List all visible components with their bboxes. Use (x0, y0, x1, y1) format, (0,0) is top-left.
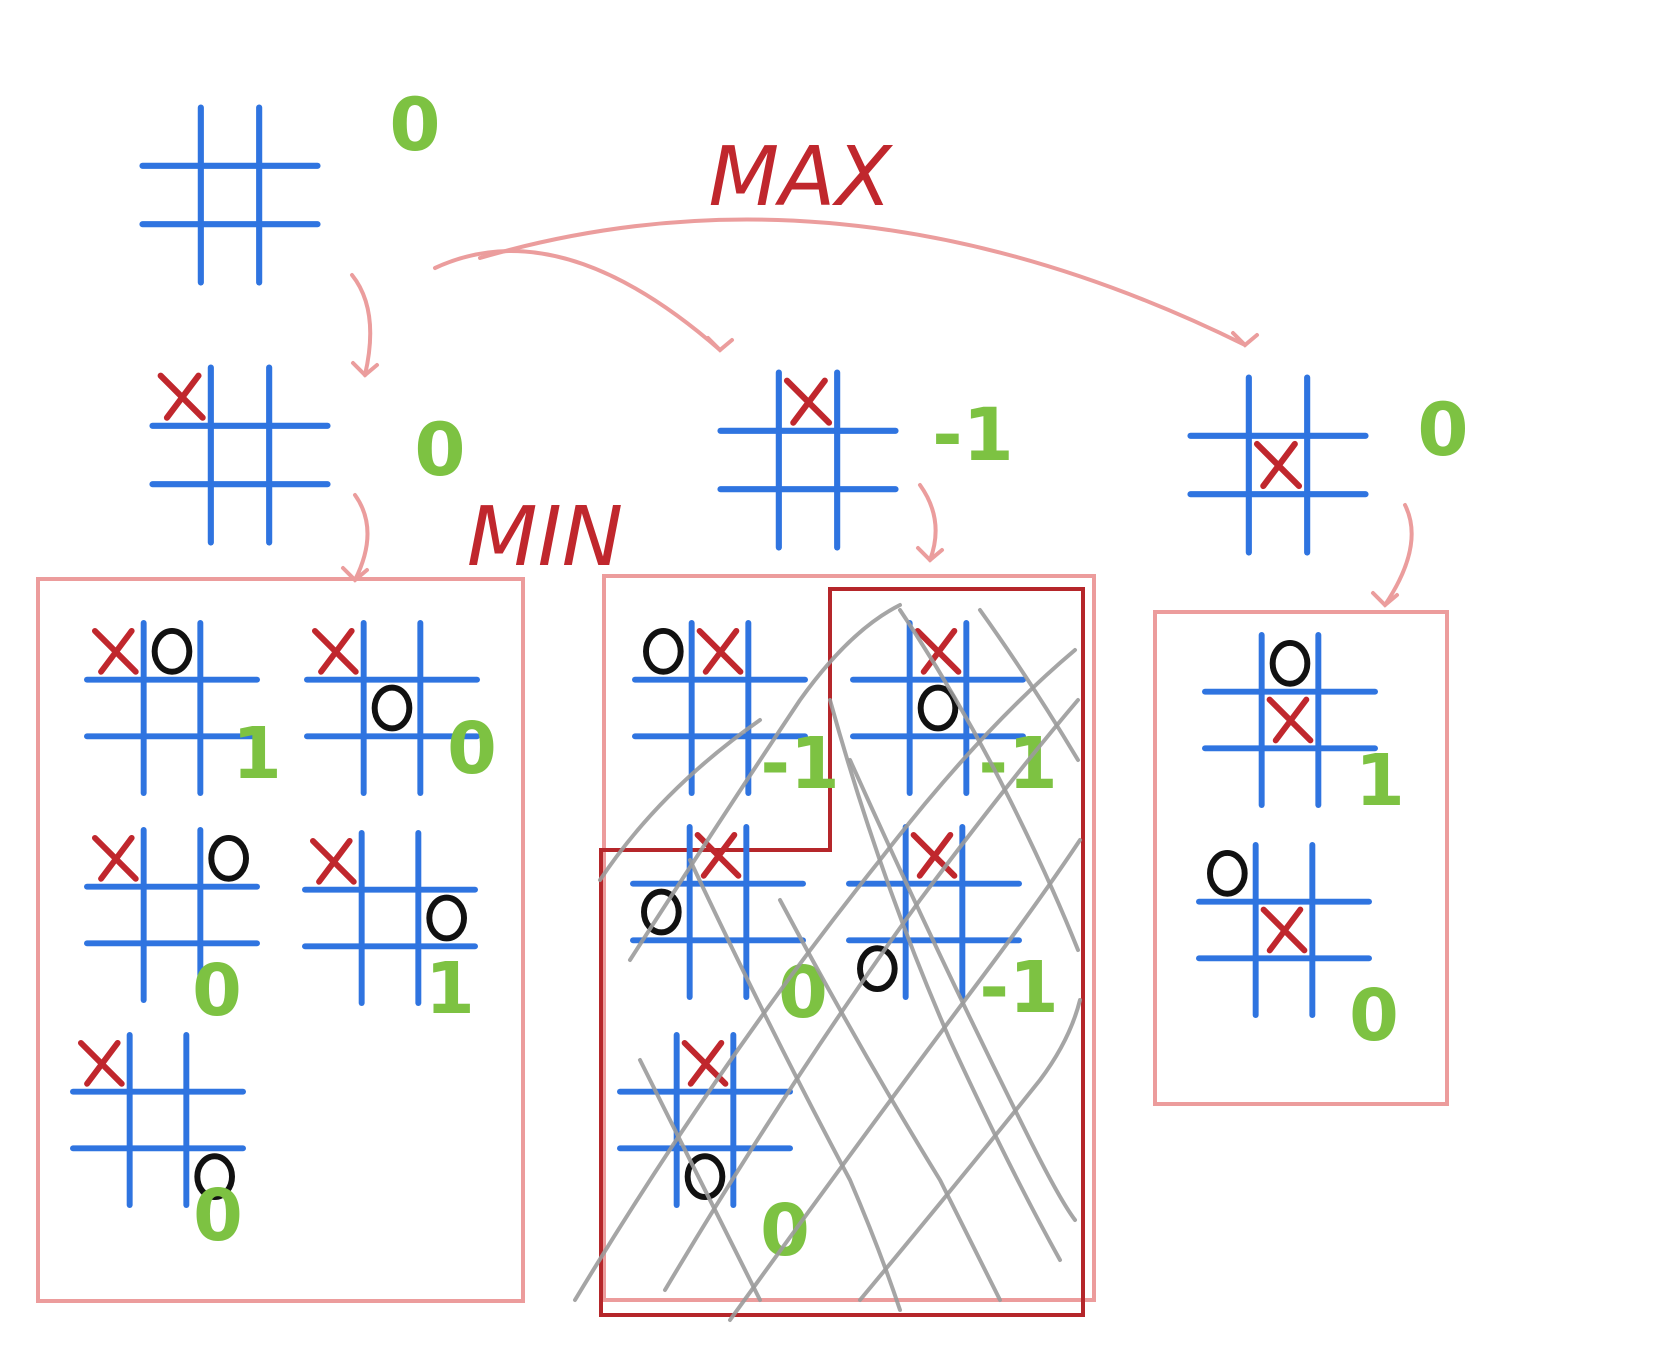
score-label: -1 (932, 393, 1014, 478)
score-label: 0 (1417, 388, 1468, 473)
x-mark (91, 834, 139, 882)
score-label: 0 (778, 951, 828, 1034)
o-mark (426, 894, 467, 942)
o-mark (1207, 849, 1248, 897)
root-board: 0 (139, 83, 441, 286)
corner-child-board: 1 (84, 620, 282, 796)
x-mark (77, 1039, 125, 1087)
hatch-stroke (728, 838, 1082, 1322)
hatch-stroke (828, 698, 1062, 1262)
center-children-box (1153, 610, 1449, 1106)
edge-child-board: 0 (630, 824, 828, 1034)
x-mark (309, 837, 357, 885)
score-label: 0 (192, 949, 242, 1032)
x-mark (1253, 440, 1303, 490)
score-label: 1 (425, 947, 475, 1030)
score-label: 1 (1355, 739, 1405, 822)
boxes-layer (36, 574, 1449, 1317)
score-label: 0 (193, 1174, 243, 1257)
arrow-root-to-edge (433, 249, 734, 353)
o-mark (208, 834, 249, 882)
x-mark (783, 377, 833, 426)
center-child-board: 0 (1196, 842, 1399, 1057)
hatch-stroke (598, 718, 762, 882)
score-label: 0 (389, 83, 440, 168)
o-mark (151, 627, 193, 675)
score-label: 0 (1349, 974, 1399, 1057)
max-label: MAX (708, 130, 893, 225)
score-label: -1 (760, 722, 839, 805)
corner-children-box (36, 577, 525, 1303)
hatch-stroke (778, 898, 1002, 1302)
min-label: MIN (467, 490, 623, 585)
edge-child-board: 0 (617, 1032, 810, 1272)
arrow-corner-to-children (341, 493, 370, 583)
hatch-stroke (688, 858, 902, 1312)
arrow-root-to-center (478, 217, 1259, 348)
x-mark (157, 372, 206, 421)
o-mark (371, 684, 413, 732)
corner-child-board: 1 (302, 830, 478, 1030)
x-mark (694, 831, 742, 879)
x-mark (696, 627, 744, 675)
hatch-stroke (628, 603, 902, 962)
score-label: 0 (447, 707, 497, 790)
o-mark (194, 1153, 235, 1201)
hatch-stroke (978, 608, 1080, 762)
corner-child-board: 0 (70, 1032, 246, 1257)
o-mark (643, 627, 684, 675)
arrow-center-to-children (1371, 503, 1414, 608)
edge-child-board: -1 (632, 620, 840, 805)
arrows-layer (341, 217, 1414, 608)
x-mark (1266, 696, 1314, 744)
score-label: -1 (979, 946, 1058, 1029)
x-mark (910, 831, 958, 879)
center-child-board: 1 (1202, 632, 1405, 822)
pruned-region-box (599, 587, 1085, 1317)
corner-move-board: 0 (149, 364, 466, 546)
edge-move-board: -1 (717, 369, 1014, 551)
x-mark (311, 627, 359, 675)
o-mark (684, 1153, 726, 1201)
hatch-stroke (858, 998, 1082, 1302)
arrow-root-to-corner (350, 273, 379, 378)
score-label: 0 (760, 1189, 810, 1272)
o-mark (1269, 639, 1311, 687)
hatch-stroke (573, 648, 1077, 1302)
corner-child-board: 0 (84, 827, 260, 1032)
center-move-board: 0 (1187, 374, 1469, 556)
pruned-crosshatch (573, 603, 1082, 1322)
arrow-edge-to-children (916, 483, 944, 563)
hatch-stroke (848, 758, 1077, 1222)
hatch-stroke (663, 698, 1080, 1292)
x-mark (914, 627, 962, 675)
o-mark (641, 888, 682, 936)
score-label: 0 (414, 408, 465, 493)
edge-child-board: -1 (850, 620, 1058, 805)
score-label: 1 (232, 712, 282, 795)
hatch-stroke (638, 1058, 762, 1302)
x-mark (1260, 906, 1308, 954)
x-mark (91, 627, 139, 675)
hatch-stroke (898, 608, 1080, 952)
o-mark (917, 684, 959, 732)
o-mark (857, 945, 898, 993)
corner-child-board: 0 (304, 620, 497, 796)
edge-children-box (602, 574, 1096, 1302)
